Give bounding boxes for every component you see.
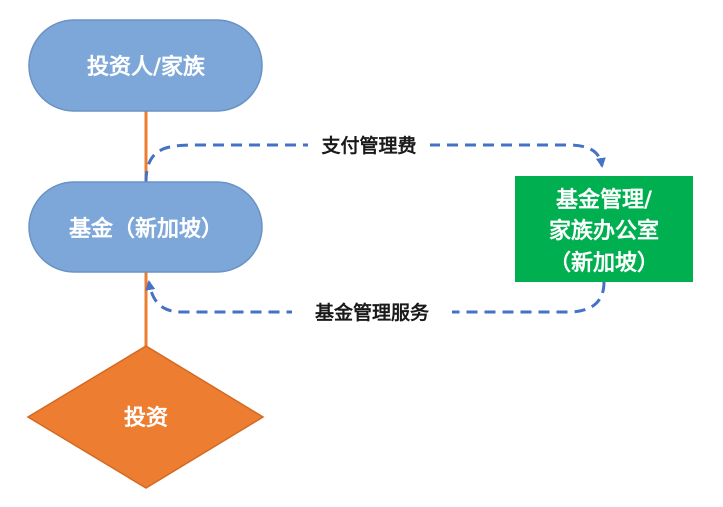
family-office-line-1: 基金管理/ [556,187,653,213]
investment-label: 投资 [124,406,168,431]
investor-node: 投资人/家族 [28,19,263,112]
family-office-line-2: 家族办公室 [549,218,659,244]
fee-label: 支付管理费 [320,134,416,157]
fund-node: 基金（新加坡） [28,181,263,273]
family-office-line-3: （新加坡） [549,250,659,276]
fund-label: 基金（新加坡） [69,216,223,242]
fee-arrow [144,143,606,183]
service-label: 基金管理服务 [314,301,430,324]
service-arrow [145,280,606,314]
family-office-node: 基金管理/ 家族办公室 （新加坡） [515,176,693,282]
investment-node: 投资 [26,345,265,489]
service-label-bg [292,297,452,327]
fee-label-bg [308,130,430,160]
investor-label: 投资人/家族 [87,54,206,80]
